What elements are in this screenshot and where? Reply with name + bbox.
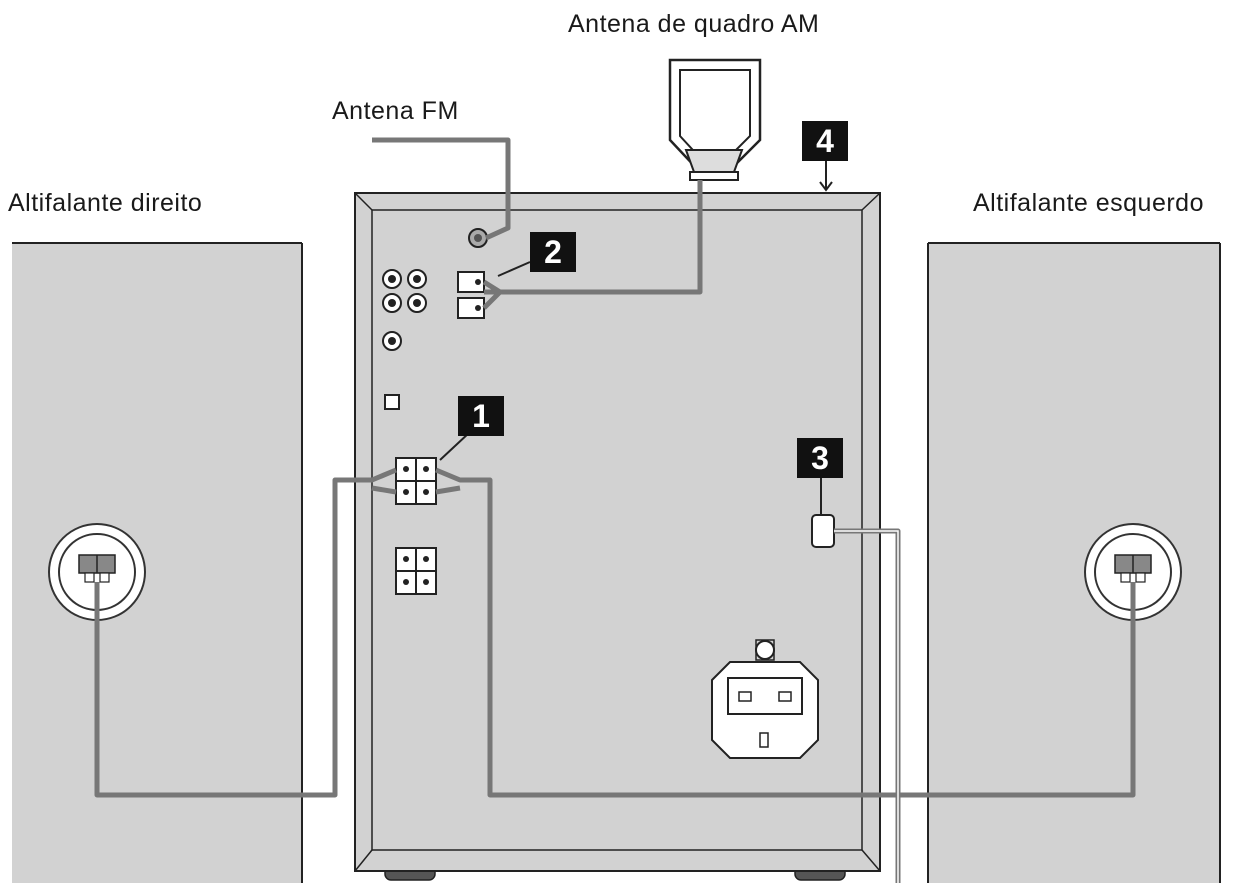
left-speaker (927, 242, 1221, 883)
fm-antenna-label: Antena FM (332, 97, 459, 125)
rca-jacks (382, 269, 427, 351)
speaker-terminal-front (395, 457, 437, 505)
right-speaker (12, 242, 303, 883)
step-badge-1: 1 (458, 396, 504, 436)
am-terminal (457, 271, 485, 319)
left-speaker-terminal (1084, 523, 1182, 621)
step-badge-4: 4 (802, 121, 848, 161)
am-antenna-label: Antena de quadro AM (568, 10, 820, 38)
left-speaker-label: Altifalante esquerdo (973, 189, 1204, 217)
step-pointers (439, 160, 833, 514)
main-unit (354, 192, 881, 881)
step-badge-3: 3 (797, 438, 843, 478)
speaker-terminal-surround (395, 547, 437, 595)
right-speaker-label: Altifalante direito (8, 189, 203, 217)
right-speaker-terminal (48, 523, 146, 621)
am-loop-antenna (668, 58, 762, 181)
step-badge-2: 2 (530, 232, 576, 272)
power-outlet (711, 639, 819, 759)
